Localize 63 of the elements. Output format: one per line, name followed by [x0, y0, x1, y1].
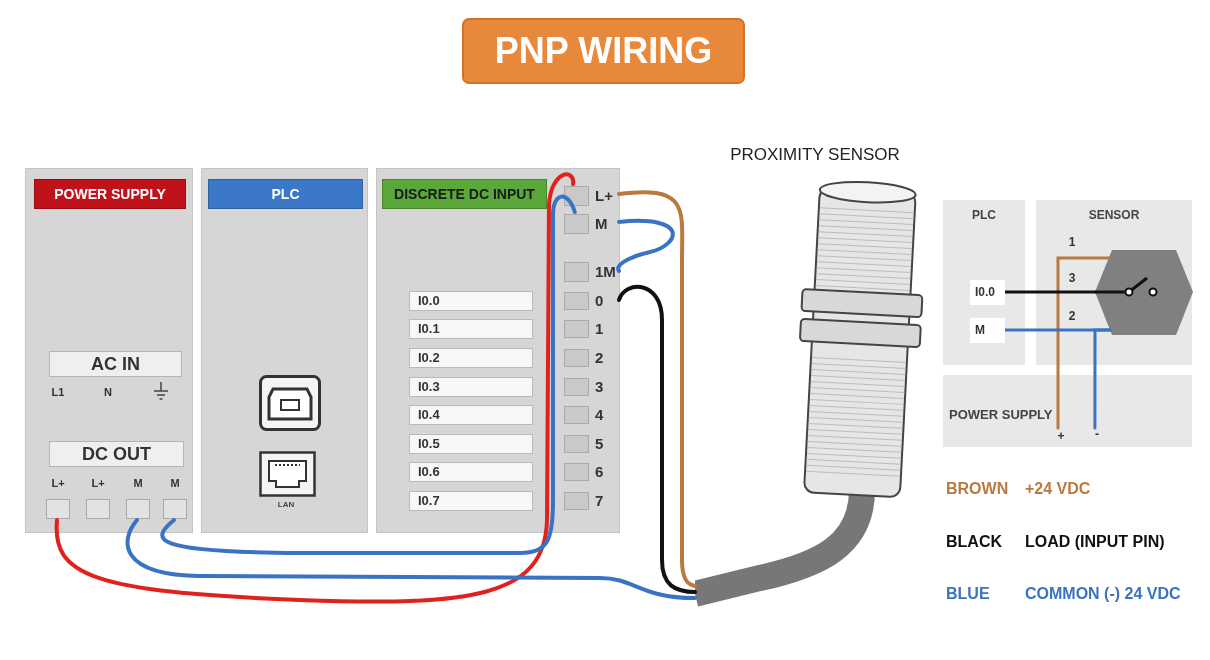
port-label: LAN	[276, 500, 296, 510]
wire-function: +24 VDC	[1025, 480, 1091, 499]
input-label-field: I0.6	[409, 462, 533, 482]
terminal-label: 2	[595, 348, 604, 368]
panel-title: SENSOR	[1087, 208, 1141, 222]
input-label-field: I0.4	[409, 405, 533, 425]
wire	[617, 190, 697, 588]
module-header: POWER SUPPLY	[34, 179, 186, 209]
module-header: DISCRETE DC INPUT	[382, 179, 547, 209]
wire-function: COMMON (-) 24 VDC	[1025, 585, 1181, 604]
polarity-sign: +	[1056, 428, 1066, 443]
input-label-field: I0.7	[409, 491, 533, 511]
wire	[616, 218, 675, 273]
wire	[1003, 290, 1097, 294]
wire	[125, 518, 697, 601]
wire-function: LOAD (INPUT PIN)	[1025, 533, 1165, 552]
schematic-panel	[943, 375, 1192, 447]
terminal-label: 4	[595, 405, 604, 425]
wire	[54, 172, 576, 604]
wire-colour-name: BLUE	[946, 585, 990, 604]
panel-title: PLC	[971, 208, 997, 222]
terminal-label: 1M	[595, 262, 616, 282]
terminal-label: 5	[595, 434, 604, 454]
terminal-label: 7	[595, 491, 604, 511]
terminal-label: L+	[90, 477, 106, 489]
module-panel	[376, 168, 620, 533]
terminal-label: L+	[50, 477, 66, 489]
wire-number: 3	[1067, 270, 1077, 285]
wire	[1093, 328, 1112, 430]
terminal-label: 3	[595, 377, 604, 397]
schematic-panel	[943, 200, 1025, 365]
input-label-field: I0.2	[409, 348, 533, 368]
terminal-label: L+	[595, 186, 613, 206]
input-label-field: I0.1	[409, 319, 533, 339]
terminal-label: M	[132, 477, 144, 489]
pin-name: N	[103, 386, 113, 399]
schematic-panel	[1036, 200, 1192, 365]
pin-name: L1	[50, 386, 66, 399]
title-banner: PNP WIRING	[462, 18, 745, 84]
section-label: DC OUT	[49, 441, 184, 467]
wire-number: 2	[1067, 308, 1077, 323]
input-label-field: I0.5	[409, 434, 533, 454]
module-panel	[25, 168, 193, 533]
wire	[160, 194, 577, 555]
wire-colour-name: BROWN	[946, 480, 1009, 499]
module-header: PLC	[208, 179, 363, 209]
wire	[1056, 256, 1111, 430]
polarity-sign: -	[1094, 426, 1100, 441]
pin-label: I0.0	[970, 280, 1005, 305]
terminal-label: 1	[595, 319, 604, 339]
pin-label: M	[970, 318, 1005, 343]
heading-label: PROXIMITY SENSOR	[729, 145, 901, 165]
section-label: AC IN	[49, 351, 182, 377]
module-panel	[201, 168, 368, 533]
input-label-field: I0.0	[409, 291, 533, 311]
wire-colour-name: BLACK	[946, 533, 1002, 552]
terminal-label: 6	[595, 462, 604, 482]
terminal-label: M	[169, 477, 181, 489]
wire-number: 1	[1067, 234, 1077, 249]
panel-title: POWER SUPPLY	[949, 407, 1053, 422]
terminal-label: M	[595, 214, 608, 234]
terminal-label: 0	[595, 291, 604, 311]
input-label-field: I0.3	[409, 377, 533, 397]
